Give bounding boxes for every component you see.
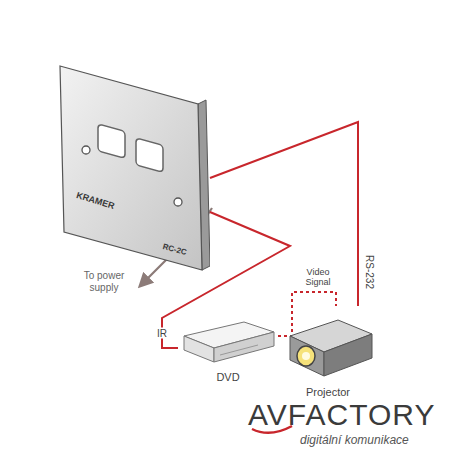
dvd-side bbox=[214, 332, 274, 362]
plate-face bbox=[60, 66, 202, 270]
screw-hole bbox=[82, 146, 90, 154]
projector-lens bbox=[297, 346, 315, 366]
signal-label: Video Signal bbox=[295, 268, 341, 288]
device-label: DVD bbox=[178, 371, 278, 383]
device-label: Projector bbox=[282, 386, 374, 398]
dvd-front bbox=[184, 336, 214, 362]
disc-slot bbox=[220, 345, 258, 355]
signal-label: RS-232 bbox=[364, 254, 375, 290]
wall-plate-shape bbox=[58, 62, 210, 277]
projector: Projector bbox=[282, 306, 374, 402]
wall-plate: KRAMERRC-2C bbox=[58, 62, 210, 277]
power-note: To power supply bbox=[76, 270, 132, 293]
logo-tagline: digitální komunikace bbox=[300, 434, 409, 448]
logo-text: AVFACTORY bbox=[248, 398, 435, 433]
dvd-player: DVD bbox=[178, 318, 278, 388]
push-button bbox=[98, 124, 125, 158]
projector-side bbox=[324, 334, 372, 376]
signal-label: IR bbox=[156, 328, 168, 339]
lens-glare bbox=[302, 352, 310, 360]
screw-hole bbox=[174, 198, 182, 206]
projector-front bbox=[290, 336, 324, 376]
push-button bbox=[136, 138, 163, 172]
